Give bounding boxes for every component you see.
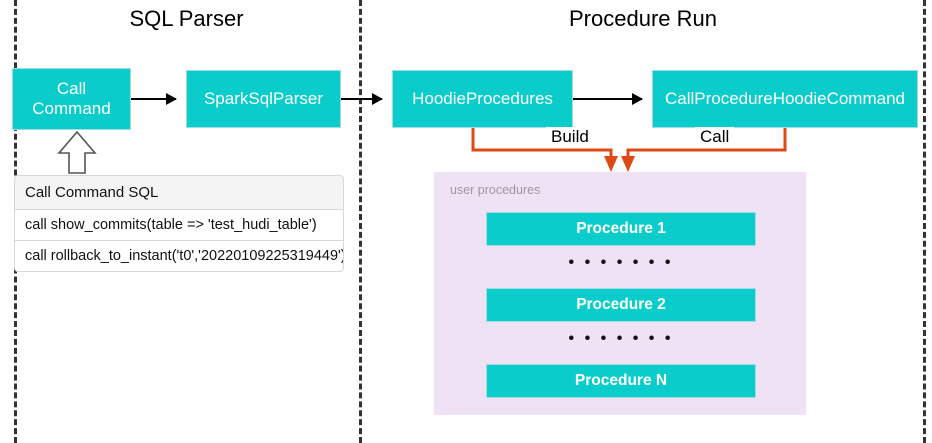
node-hoodie-procedures[interactable]: HoodieProcedures	[392, 70, 573, 128]
divider-right	[923, 0, 926, 443]
procedure-box[interactable]: Procedure 2	[486, 288, 756, 322]
node-call-command-label-line2: Command	[32, 99, 111, 118]
edge-label-call: Call	[695, 127, 735, 147]
user-procedures-caption: user procedures	[450, 183, 541, 197]
section-title-procedure-run: Procedure Run	[569, 6, 717, 31]
arrow-spark-sql-parser-to-hoodie-procedures	[341, 93, 383, 105]
call-command-sql-table: Call Command SQL call show_commits(table…	[14, 175, 344, 272]
user-procedures-panel: user procedures Procedure 1 • • • • • • …	[434, 172, 806, 415]
section-title-sql-parser: SQL Parser	[129, 6, 244, 31]
procedure-box[interactable]: Procedure N	[486, 364, 756, 398]
block-arrow-up-icon	[57, 131, 97, 174]
sql-table-row: call rollback_to_instant('t0','202201092…	[14, 241, 344, 272]
sql-table-header: Call Command SQL	[14, 175, 344, 210]
arrow-call-command-to-spark-sql-parser	[131, 93, 177, 105]
node-call-procedure-hoodie-command[interactable]: CallProcedureHoodieCommand	[652, 70, 918, 128]
divider-middle	[359, 0, 362, 443]
node-spark-sql-parser[interactable]: SparkSqlParser	[186, 70, 341, 128]
procedure-box[interactable]: Procedure 1	[486, 212, 756, 246]
ellipsis-separator: • • • • • • •	[568, 254, 674, 271]
node-call-command[interactable]: Call Command	[12, 68, 131, 130]
node-call-command-label-line1: Call	[56, 79, 87, 99]
arrow-hoodie-procedures-to-call-procedure-hoodie-command	[573, 93, 643, 105]
sql-table-row: call show_commits(table => 'test_hudi_ta…	[14, 210, 344, 241]
ellipsis-separator: • • • • • • •	[568, 330, 674, 347]
edge-label-build: Build	[546, 127, 594, 147]
